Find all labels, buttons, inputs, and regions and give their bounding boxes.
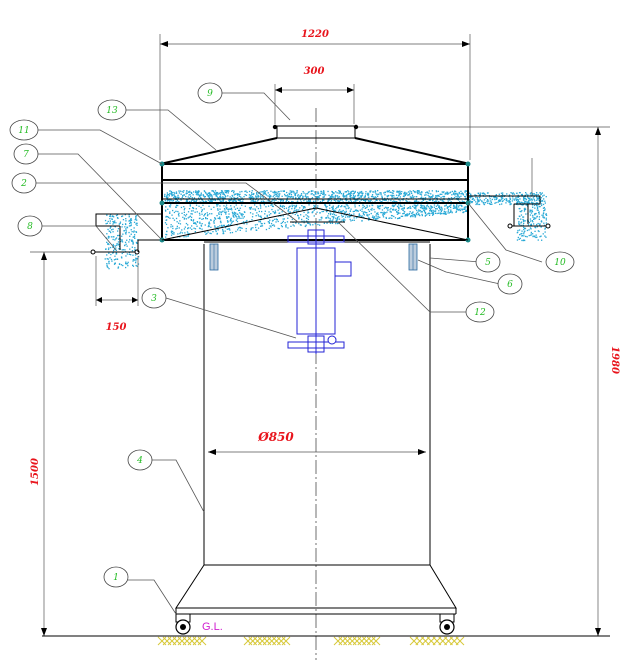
svg-text:9: 9 xyxy=(207,89,213,99)
svg-text:8: 8 xyxy=(27,222,33,232)
callout-13: 13 xyxy=(97,99,127,121)
svg-text:12: 12 xyxy=(474,308,486,318)
dim-label-height-left: 1500 xyxy=(30,458,41,486)
svg-text:10: 10 xyxy=(554,258,566,268)
callout-7: 7 xyxy=(13,143,39,165)
callout-4: 4 xyxy=(127,449,153,471)
svg-text:3: 3 xyxy=(151,294,157,304)
callout-6: 6 xyxy=(497,273,523,295)
ground-hatch xyxy=(157,636,465,646)
callout-12: 12 xyxy=(465,301,495,323)
upper-frame xyxy=(90,158,551,255)
svg-text:5: 5 xyxy=(485,258,491,268)
caster-wheel-right xyxy=(439,613,455,635)
svg-text:13: 13 xyxy=(106,106,118,116)
leader-lines xyxy=(36,92,543,615)
dim-label-inlet-width: 300 xyxy=(304,66,325,77)
callout-11: 11 xyxy=(9,119,39,141)
dimension-top-width: 1220 xyxy=(159,29,471,160)
spring-right xyxy=(408,243,418,271)
svg-text:11: 11 xyxy=(18,126,29,136)
spring-left xyxy=(209,243,219,271)
callout-5: 5 xyxy=(475,251,501,273)
svg-text:6: 6 xyxy=(507,280,513,290)
callout-3: 3 xyxy=(141,287,167,309)
dimension-inlet-width: 300 xyxy=(274,66,355,124)
dim-label-outlet-width: 150 xyxy=(106,322,127,333)
callout-8: 8 xyxy=(17,215,43,237)
ground-level-label: G.L. xyxy=(202,621,223,633)
base-frame xyxy=(175,244,457,615)
callout-1: 1 xyxy=(103,566,129,588)
dimension-diameter: Ø850 xyxy=(208,430,426,455)
svg-text:2: 2 xyxy=(20,179,27,189)
dimension-height-right: 1980 xyxy=(595,127,620,636)
dim-label-diameter: Ø850 xyxy=(257,430,294,444)
svg-text:1: 1 xyxy=(113,573,119,583)
callout-10: 10 xyxy=(545,251,575,273)
ground-line: G.L. xyxy=(42,621,610,637)
top-cover xyxy=(159,124,610,165)
callout-9: 9 xyxy=(197,82,223,104)
dim-label-top-width: 1220 xyxy=(301,29,329,40)
svg-text:4: 4 xyxy=(136,456,143,466)
dim-label-height-right: 1980 xyxy=(609,346,620,374)
callout-2: 2 xyxy=(11,172,37,194)
dimension-outlet-width: 150 xyxy=(95,256,139,333)
dimension-height-left: 1500 xyxy=(30,251,92,636)
svg-text:7: 7 xyxy=(23,150,29,160)
caster-wheel-left xyxy=(175,613,191,635)
vibration-motor xyxy=(287,229,352,354)
